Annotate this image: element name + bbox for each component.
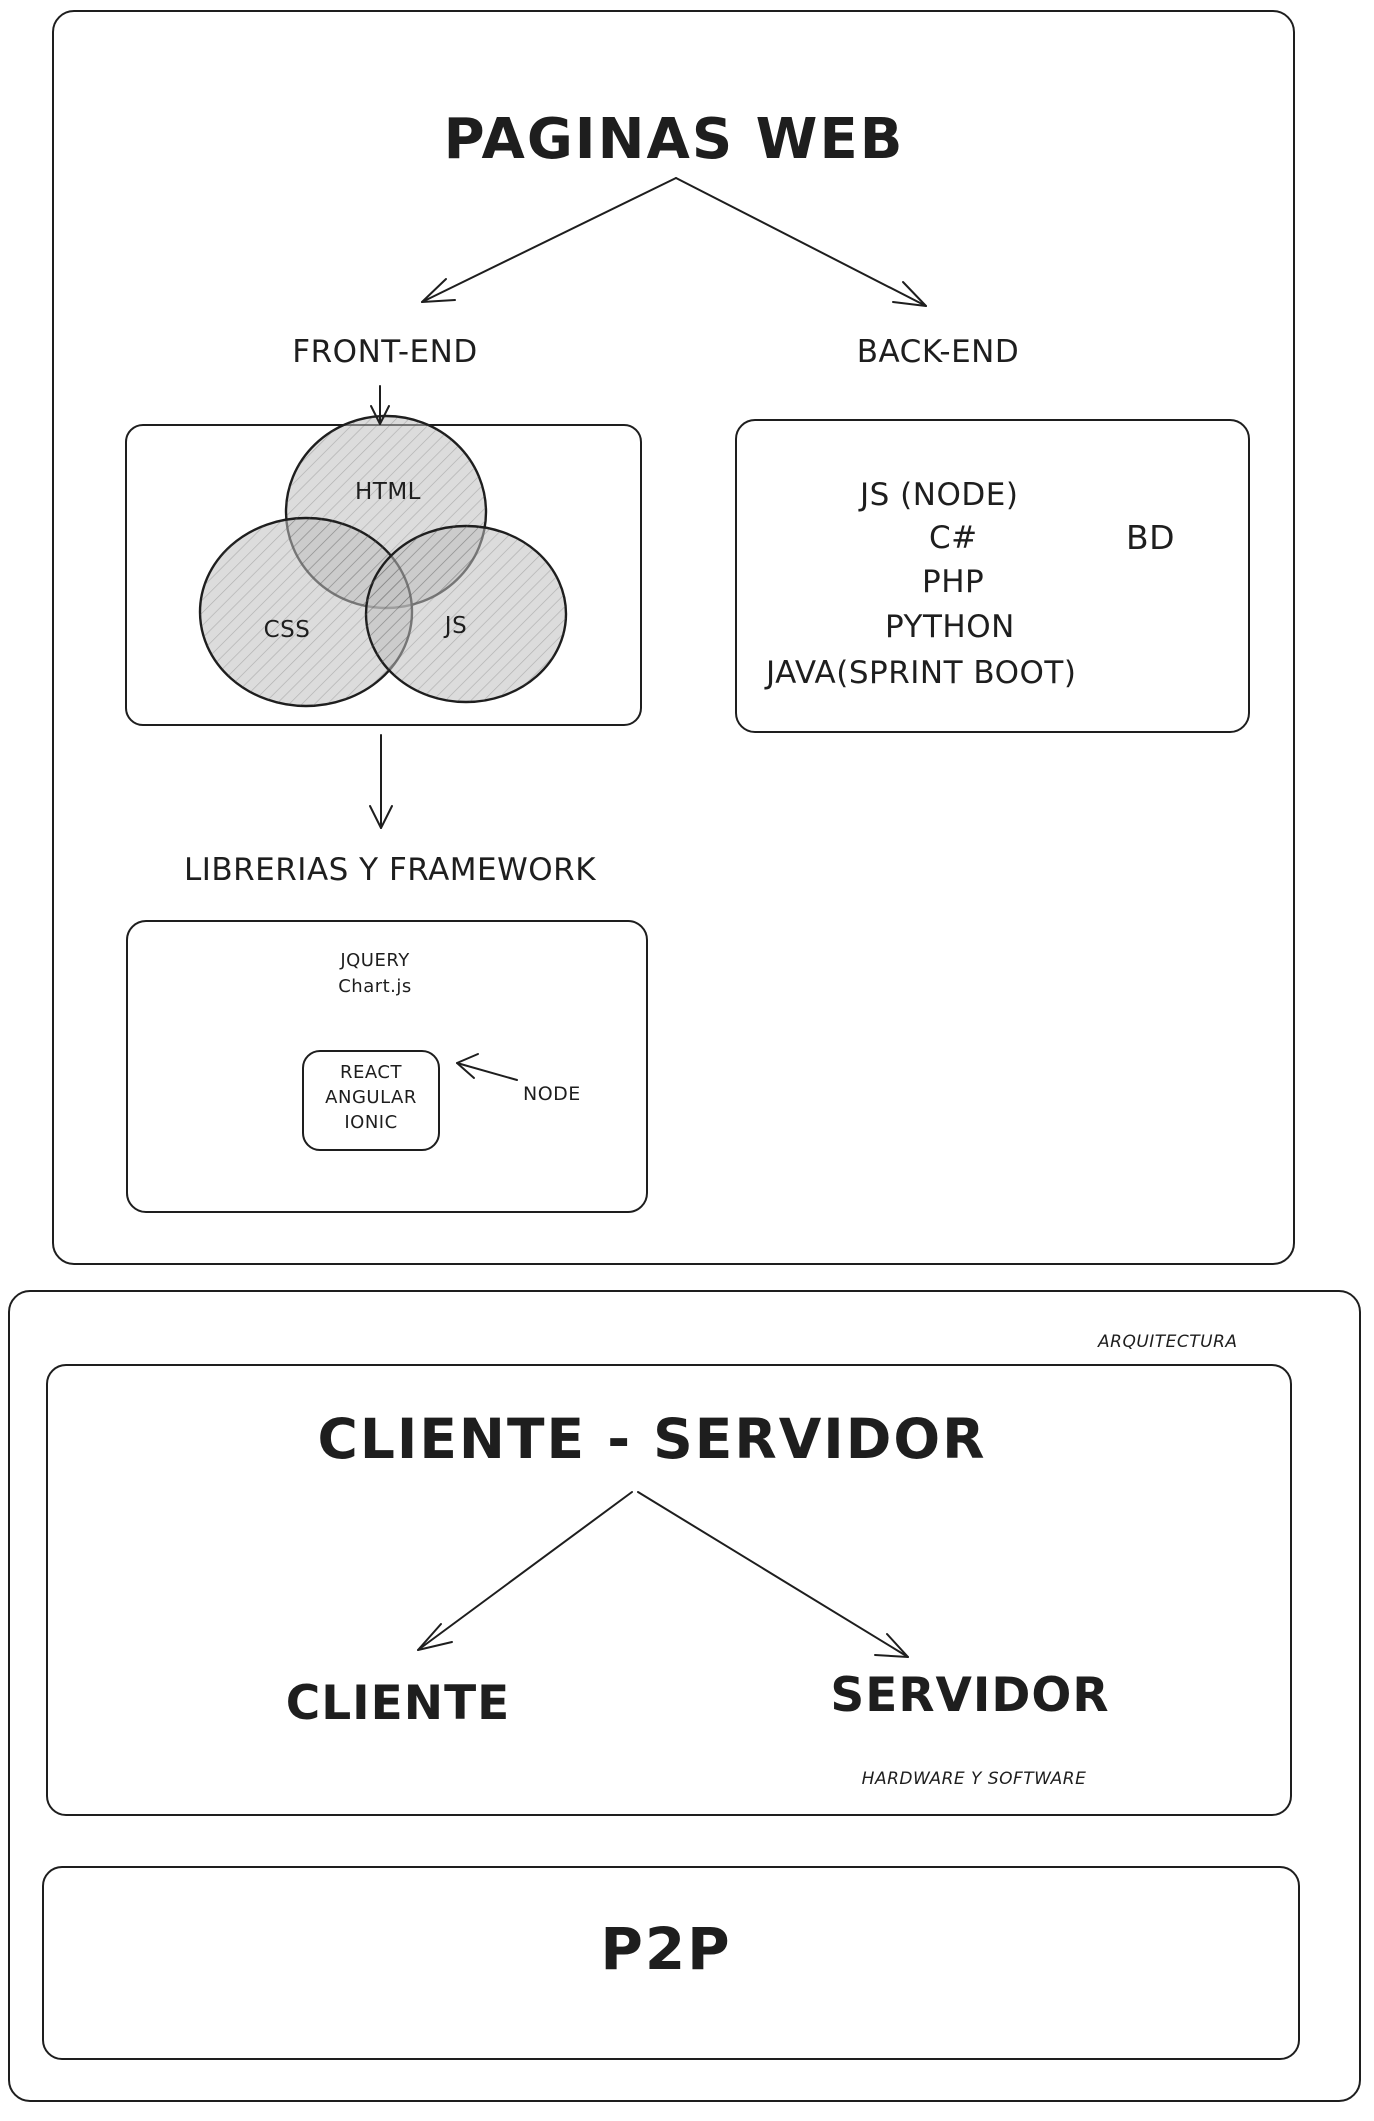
arrow-title-to-client [417, 1491, 633, 1651]
library-jquery: JQUERY [340, 950, 410, 971]
libraries-box [126, 920, 648, 1213]
database-label: BD [1126, 518, 1176, 557]
backend-item: C# [929, 520, 978, 556]
server-note: HARDWARE Y SOFTWARE [861, 1769, 1087, 1789]
architecture-frame [8, 1290, 1361, 2102]
framework-item: REACT [340, 1062, 402, 1083]
web-pages-frame [52, 10, 1295, 1265]
arrow-node-to-frameworks [456, 1053, 518, 1081]
arrow-title-to-frontend [421, 177, 677, 303]
client-server-box [46, 1364, 1292, 1816]
backend-item: JS (NODE) [860, 477, 1019, 513]
backend-item: PYTHON [885, 609, 1015, 645]
p2p-label: P2P [600, 1915, 732, 1983]
arrow-title-to-backend [675, 177, 927, 307]
library-chartjs: Chart.js [338, 976, 412, 997]
arrow-title-to-server [637, 1491, 909, 1658]
server-label: SERVIDOR [830, 1668, 1110, 1723]
framework-item: ANGULAR [325, 1087, 417, 1108]
venn-label-css: CSS [263, 617, 311, 643]
client-label: CLIENTE [285, 1676, 511, 1731]
node-label: NODE [523, 1083, 581, 1105]
arrow-frontend-to-libraries [369, 734, 393, 829]
venn-label-html: HTML [354, 479, 422, 505]
client-server-title: CLIENTE - SERVIDOR [317, 1407, 987, 1471]
framework-item: IONIC [344, 1112, 398, 1133]
venn-label-js: JS [444, 613, 468, 639]
frameworks-box [302, 1050, 440, 1151]
backend-box [735, 419, 1250, 733]
frontend-label: FRONT-END [292, 334, 478, 370]
backend-label: BACK-END [856, 334, 1020, 370]
p2p-box [42, 1866, 1300, 2060]
architecture-label: ARQUITECTURA [1098, 1332, 1238, 1352]
backend-item: JAVA(SPRINT BOOT) [766, 655, 1077, 691]
web-pages-title: PAGINAS WEB [443, 107, 905, 172]
venn-diagram [198, 414, 568, 708]
backend-item: PHP [922, 564, 985, 600]
arrow-frontend-to-venn [370, 385, 390, 425]
libraries-title: LIBRERIAS Y FRAMEWORK [183, 852, 597, 888]
